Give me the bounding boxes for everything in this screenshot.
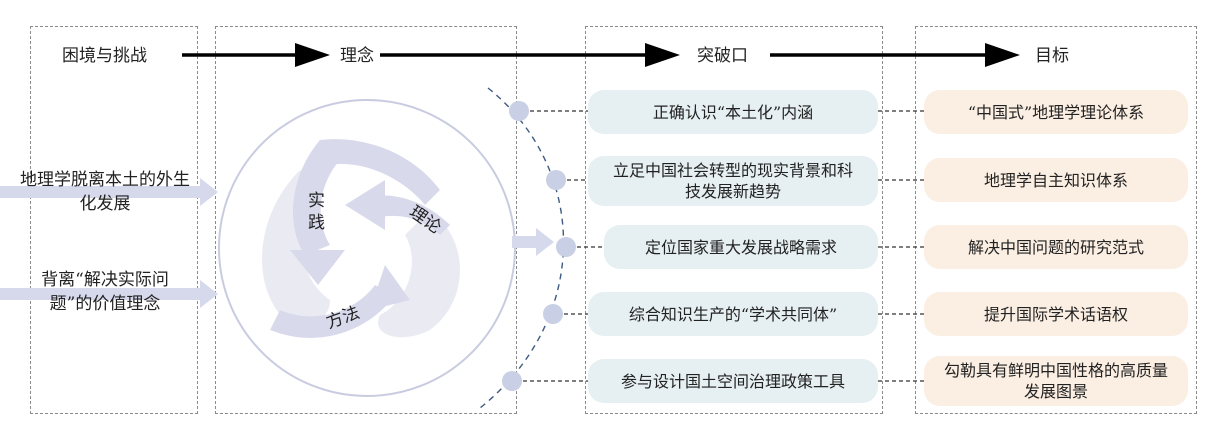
header-arrow-3 xyxy=(770,43,1020,67)
breakthrough-5: 参与设计国土空间治理政策工具 xyxy=(588,359,878,403)
cycle-label-practice: 实践 xyxy=(308,191,325,233)
cycle-ribbons xyxy=(262,139,460,338)
breakthrough-1: 正确认识“本土化”内涵 xyxy=(588,90,878,134)
challenge-2: 背离“解决实际问题”的价值理念 xyxy=(41,270,169,314)
header-breakthrough: 突破口 xyxy=(697,46,748,66)
header-goals: 目标 xyxy=(1035,46,1069,66)
goals-column xyxy=(915,26,1197,414)
dot-connectors xyxy=(523,110,604,382)
connector-dot-1 xyxy=(509,101,529,121)
header-arrow-1 xyxy=(182,43,330,67)
connector-dot-2 xyxy=(546,170,566,190)
input-arrow-2 xyxy=(0,280,218,308)
challenge-1: 地理学脱离本土的外生化发展 xyxy=(20,170,190,214)
concept-column xyxy=(215,26,517,414)
header-concept: 理念 xyxy=(340,46,374,66)
connector-dot-4 xyxy=(543,304,563,324)
goal-connectors xyxy=(878,110,924,382)
goal-2: 地理学自主知识体系 xyxy=(924,158,1188,202)
header-arrow-2 xyxy=(380,43,680,67)
header-challenges: 困境与挑战 xyxy=(62,46,147,66)
connector-dot-5 xyxy=(502,371,522,391)
input-arrow-1 xyxy=(0,178,218,206)
breakthrough-2: 立足中国社会转型的现实背景和科技发展新趋势 xyxy=(588,156,878,206)
goal-1: “中国式”地理学理论体系 xyxy=(924,90,1188,134)
breakthrough-3: 定位国家重大发展战略需求 xyxy=(604,225,878,269)
goal-3: 解决中国问题的研究范式 xyxy=(924,225,1188,269)
challenges-column xyxy=(30,26,198,414)
goal-4: 提升国际学术话语权 xyxy=(924,292,1188,336)
connector-dot-3 xyxy=(556,237,576,257)
breakthrough-4: 综合知识生产的“学术共同体” xyxy=(588,292,878,336)
concept-output-arrow xyxy=(512,228,554,256)
breakthrough-column xyxy=(585,26,883,414)
goal-5: 勾勒具有鲜明中国性格的高质量发展图景 xyxy=(924,356,1188,406)
